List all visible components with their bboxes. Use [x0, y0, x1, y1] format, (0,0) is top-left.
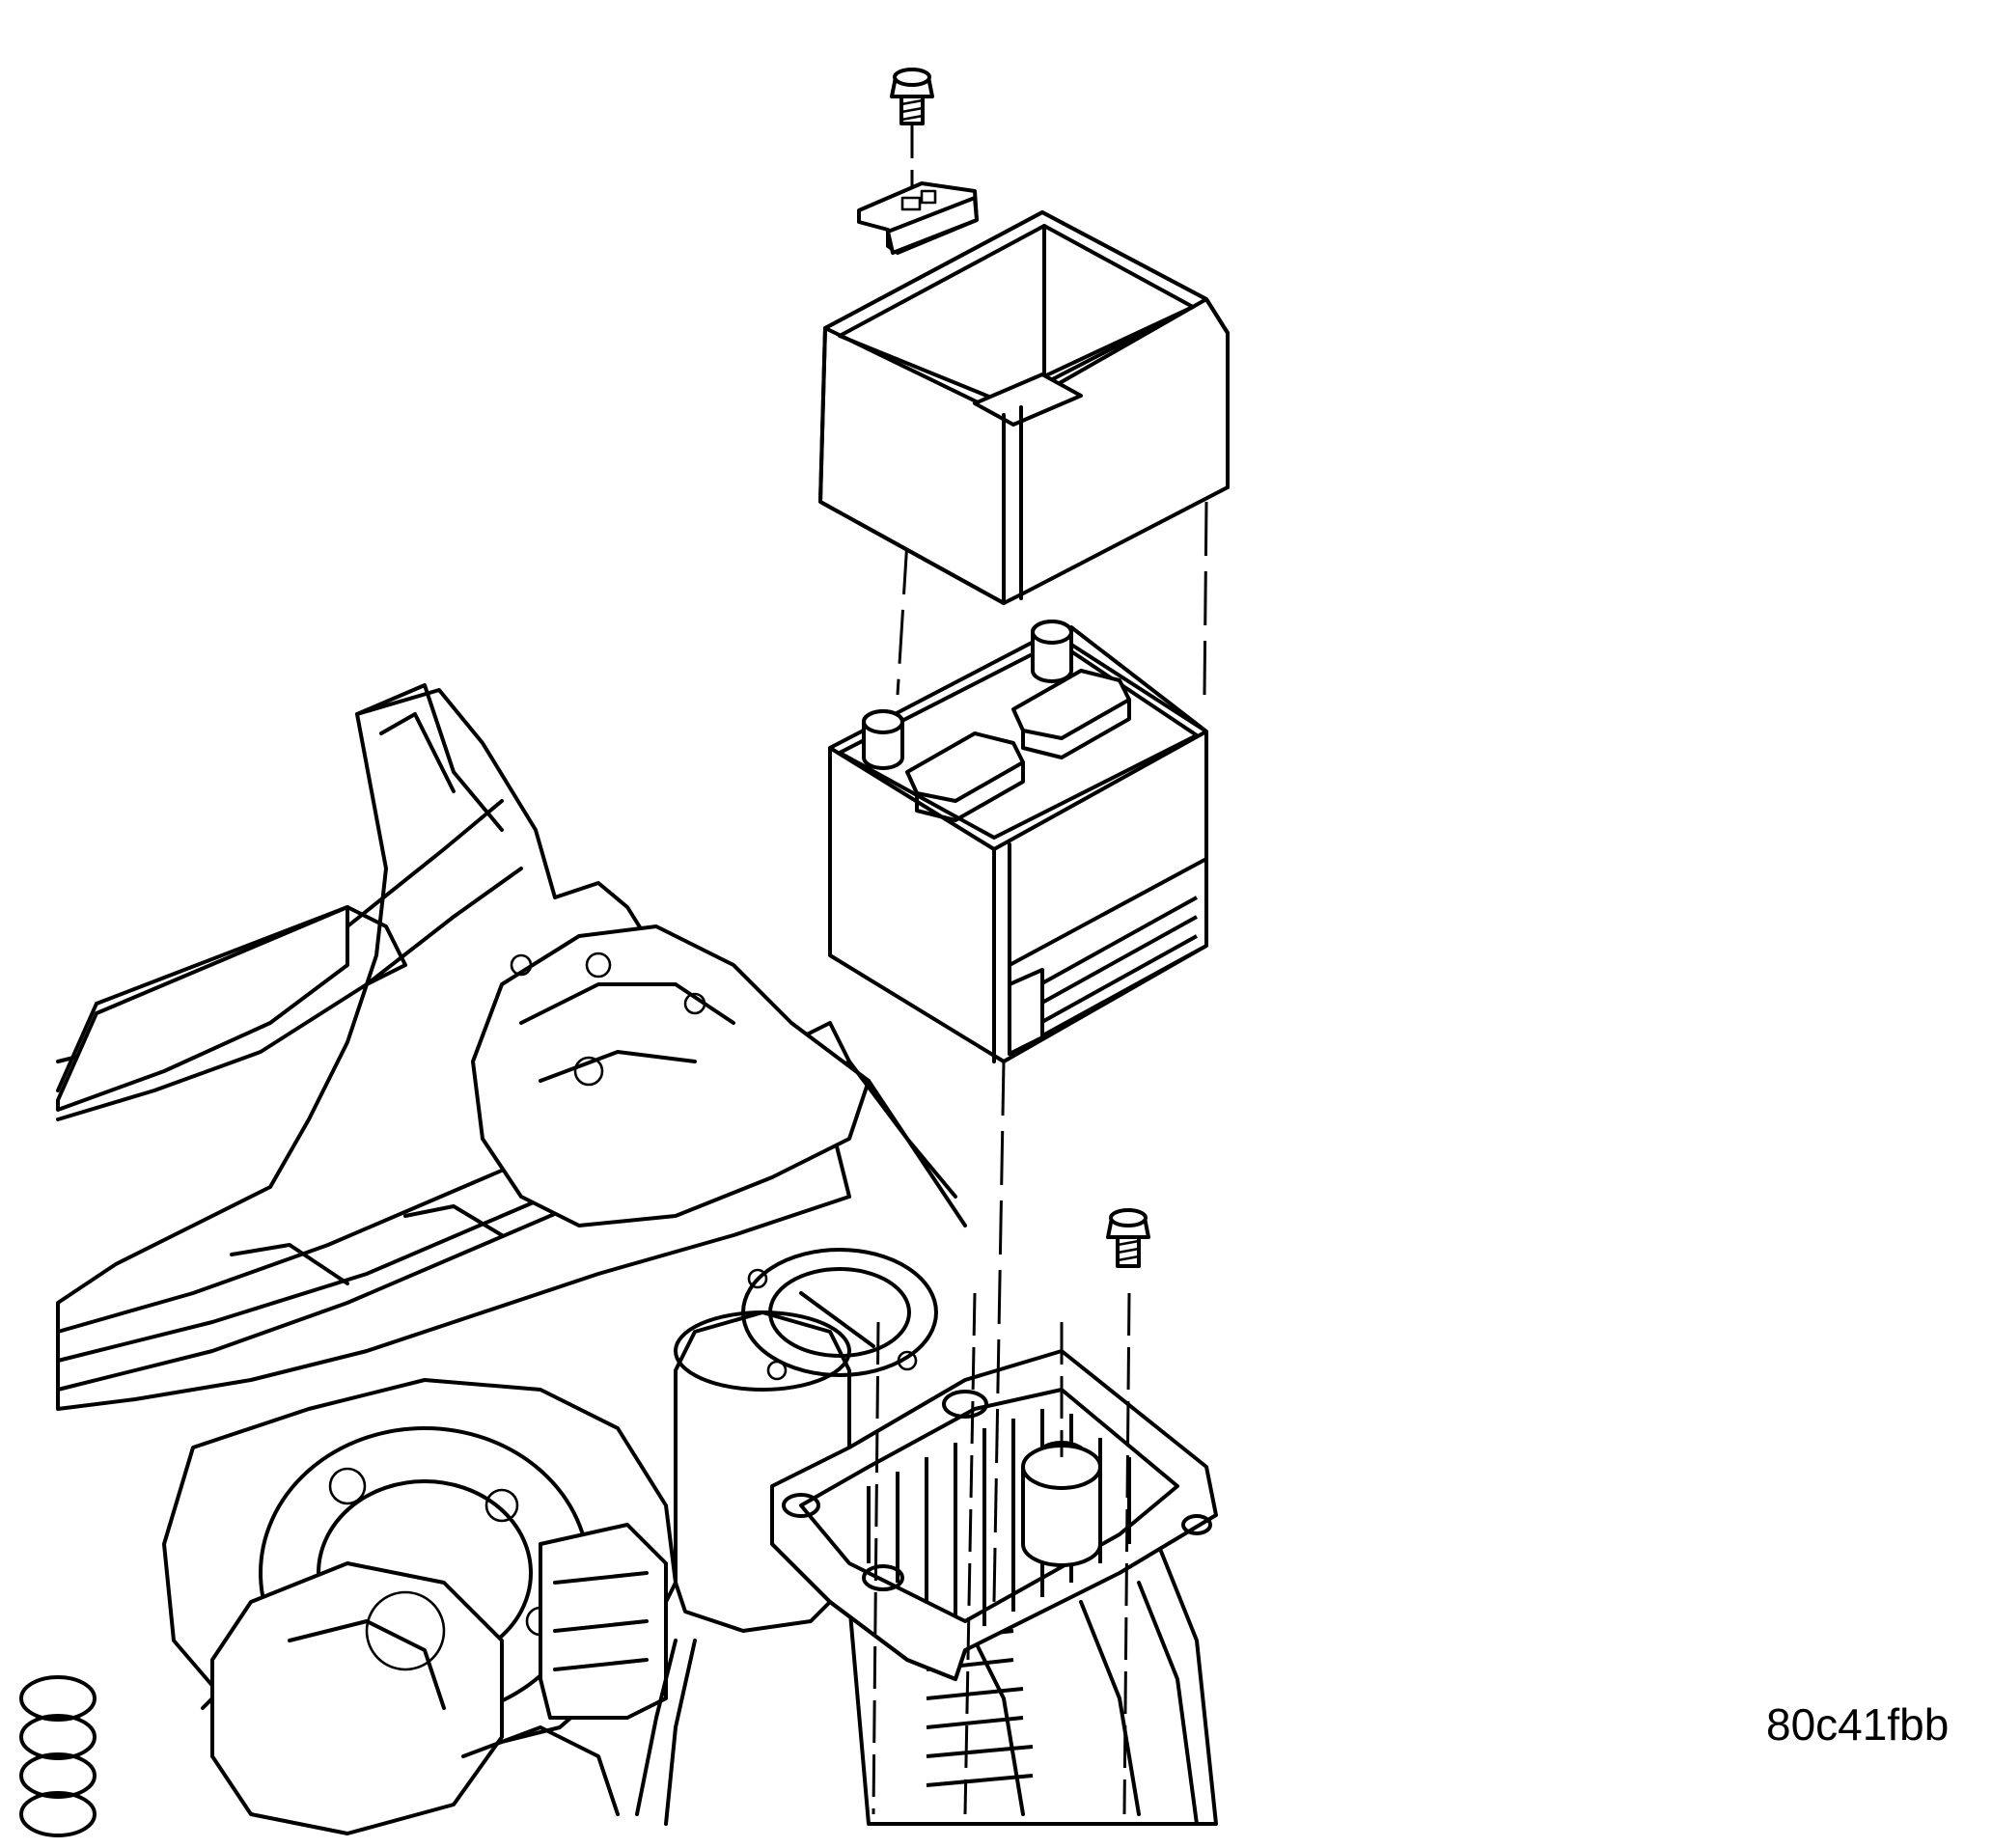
hold-down-bolt: [890, 68, 934, 125]
tray-bolt: [1106, 1208, 1150, 1268]
figure-code: 80c41fbb: [1766, 1699, 1950, 1750]
engine-compartment: [19, 683, 1218, 1837]
coil-spring: [19, 1675, 97, 1837]
positive-terminal: [1031, 620, 1073, 683]
hold-down-clamp: [857, 181, 979, 255]
assembly-lines: [872, 116, 1208, 1815]
negative-terminal: [862, 709, 904, 770]
battery: [828, 620, 1208, 1063]
battery-tray: [770, 1349, 1218, 1681]
thermal-guard: [818, 210, 1230, 605]
